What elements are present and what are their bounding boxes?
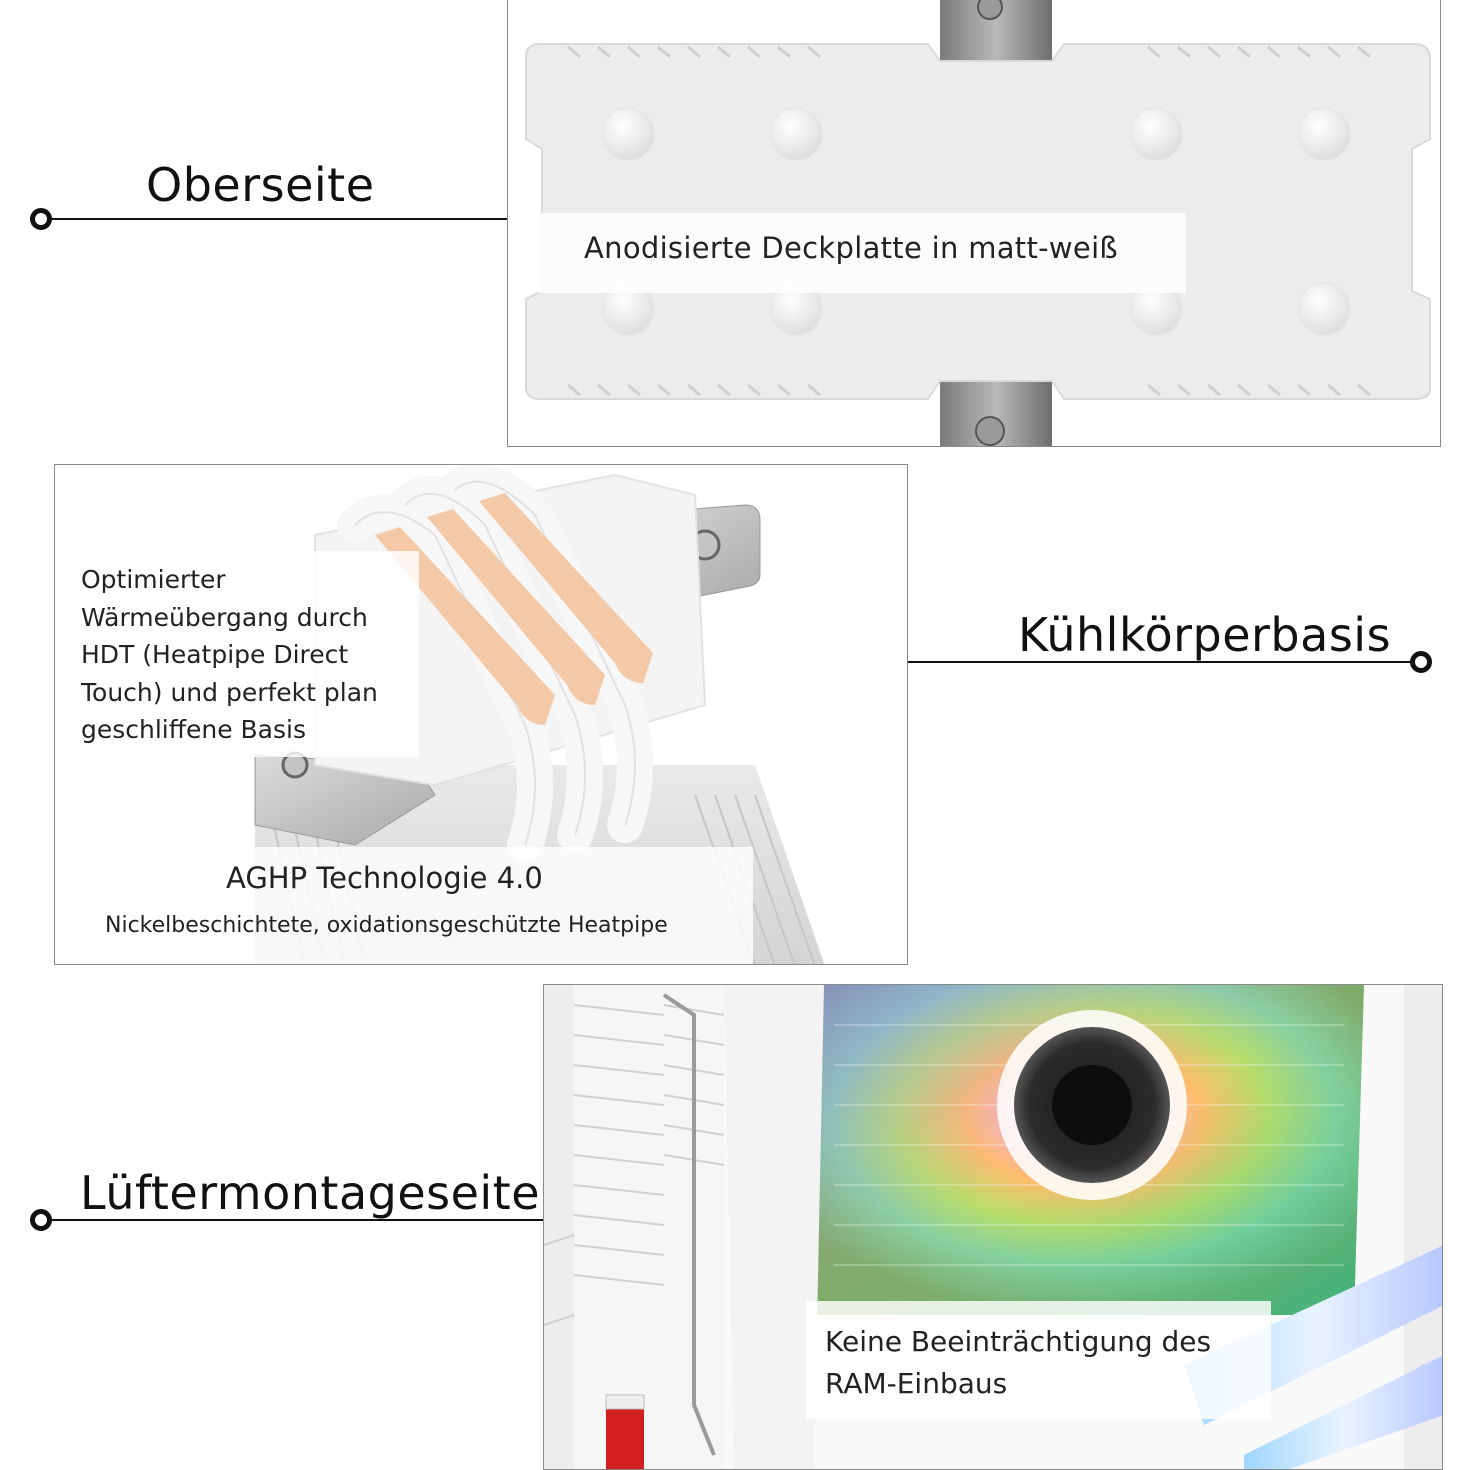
fan-side-marker-ring	[30, 1209, 52, 1231]
base-leader-line	[908, 661, 1426, 663]
fan-panel: Keine Beeinträchtigung des RAM-Einbaus	[543, 984, 1443, 1470]
top-plate-panel: Anodisierte Deckplatte in matt-weiß	[507, 0, 1441, 447]
fan-side-heading: Lüftermontageseite	[80, 1166, 541, 1220]
base-marker-ring	[1410, 651, 1432, 673]
fan-caption-text: Keine Beeinträchtigung des RAM-Einbaus	[825, 1321, 1211, 1405]
oberseite-marker-ring	[30, 208, 52, 230]
base-caption-line: geschliffene Basis	[81, 715, 306, 744]
fan-caption-line: RAM-Einbaus	[825, 1367, 1008, 1400]
tech-subtitle: Nickelbeschichtete, oxidationsgeschützte…	[105, 913, 668, 938]
oberseite-heading: Oberseite	[146, 158, 375, 212]
tech-title: AGHP Technologie 4.0	[226, 861, 543, 895]
base-caption-box	[55, 551, 419, 757]
base-caption-line: Touch) und perfekt plan	[81, 677, 378, 707]
base-caption-text: Optimierter Wärmeübergang durch HDT (Hea…	[81, 561, 378, 749]
tech-caption-box	[55, 847, 753, 964]
fan-caption-box	[806, 1301, 1271, 1419]
top-caption-text: Anodisierte Deckplatte in matt-weiß	[584, 231, 1119, 265]
base-heading: Kühlkörperbasis	[1018, 608, 1392, 662]
top-caption-box	[538, 213, 1186, 293]
oberseite-leader-line	[52, 218, 508, 220]
base-caption-line: HDT (Heatpipe Direct	[81, 640, 349, 669]
base-panel: Optimierter Wärmeübergang durch HDT (Hea…	[54, 464, 908, 965]
base-caption-line: Wärmeübergang durch	[81, 602, 368, 632]
base-caption-line: Optimierter	[81, 565, 226, 594]
fan-side-leader-line	[52, 1219, 544, 1221]
fan-caption-line: Keine Beeinträchtigung des	[825, 1325, 1212, 1358]
